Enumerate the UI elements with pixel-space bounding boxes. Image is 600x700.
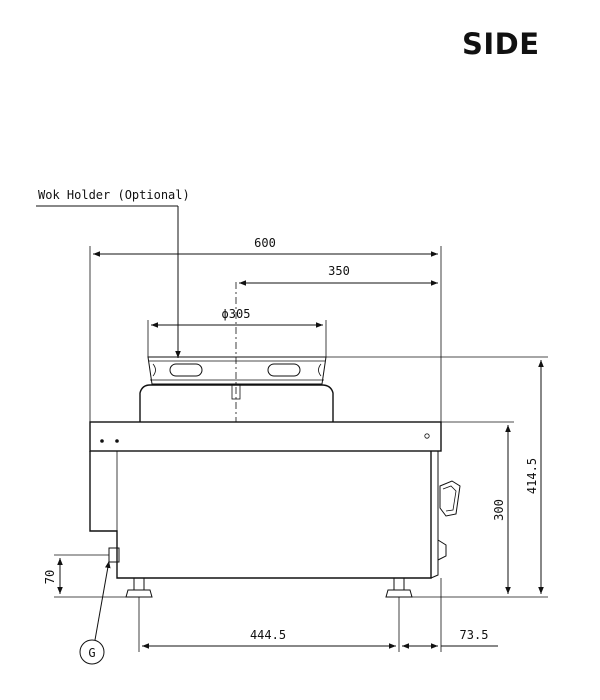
dim-leg-spacing: 444.5 bbox=[138, 597, 400, 652]
dim-350-label: 350 bbox=[328, 264, 350, 278]
gas-callout: G bbox=[79, 560, 111, 665]
top-plate-screw-right bbox=[424, 433, 430, 439]
top-plate-screw-mid bbox=[115, 439, 119, 443]
cabinet-outline bbox=[89, 451, 432, 579]
dim-wok-diameter: ϕ305 bbox=[147, 307, 327, 357]
control-knob bbox=[439, 480, 461, 517]
control-knob-detail bbox=[442, 485, 457, 512]
front-bracket bbox=[437, 539, 447, 561]
foot-rear bbox=[125, 589, 153, 598]
top-plate-screw-left bbox=[100, 439, 104, 443]
wok-holder-callout: Wok Holder (Optional) bbox=[36, 188, 190, 358]
center-nozzle bbox=[231, 384, 241, 400]
dim-305-label: ϕ305 bbox=[222, 307, 251, 321]
wok-ring-edge-left bbox=[152, 363, 156, 377]
wok-ring-edge-right bbox=[318, 363, 322, 377]
front-panel bbox=[430, 450, 439, 579]
dim-444-label: 444.5 bbox=[250, 628, 286, 642]
leg-front bbox=[393, 577, 405, 591]
top-plate bbox=[89, 421, 442, 452]
dim-73-label: 73.5 bbox=[460, 628, 489, 642]
dim-body-height: 300 bbox=[441, 421, 514, 594]
dim-total-height: 414.5 bbox=[326, 356, 548, 598]
dim-gas-height: 70 bbox=[43, 554, 126, 598]
gas-callout-label: G bbox=[88, 646, 95, 660]
wok-ring-slot-left bbox=[169, 363, 203, 377]
wok-ring-slot-right bbox=[267, 363, 301, 377]
gas-callout-circle bbox=[79, 639, 105, 665]
dim-70-label: 70 bbox=[43, 570, 57, 584]
dim-300-label: 300 bbox=[492, 499, 506, 521]
wok-ring bbox=[147, 356, 327, 385]
leg-rear bbox=[133, 577, 145, 591]
wok-holder-label: Wok Holder (Optional) bbox=[38, 188, 190, 202]
view-title: SIDE bbox=[462, 27, 540, 61]
foot-front bbox=[385, 589, 413, 598]
dim-414-label: 414.5 bbox=[525, 458, 539, 494]
appliance-body bbox=[89, 421, 461, 579]
burner-assembly bbox=[139, 282, 334, 422]
dim-center-offset: 350 bbox=[239, 264, 438, 286]
dim-total-width: 600 bbox=[89, 236, 442, 422]
dim-rear-offset: 73.5 bbox=[402, 578, 498, 652]
burner-base bbox=[139, 384, 334, 422]
legs bbox=[125, 577, 413, 598]
dim-600-label: 600 bbox=[254, 236, 276, 250]
